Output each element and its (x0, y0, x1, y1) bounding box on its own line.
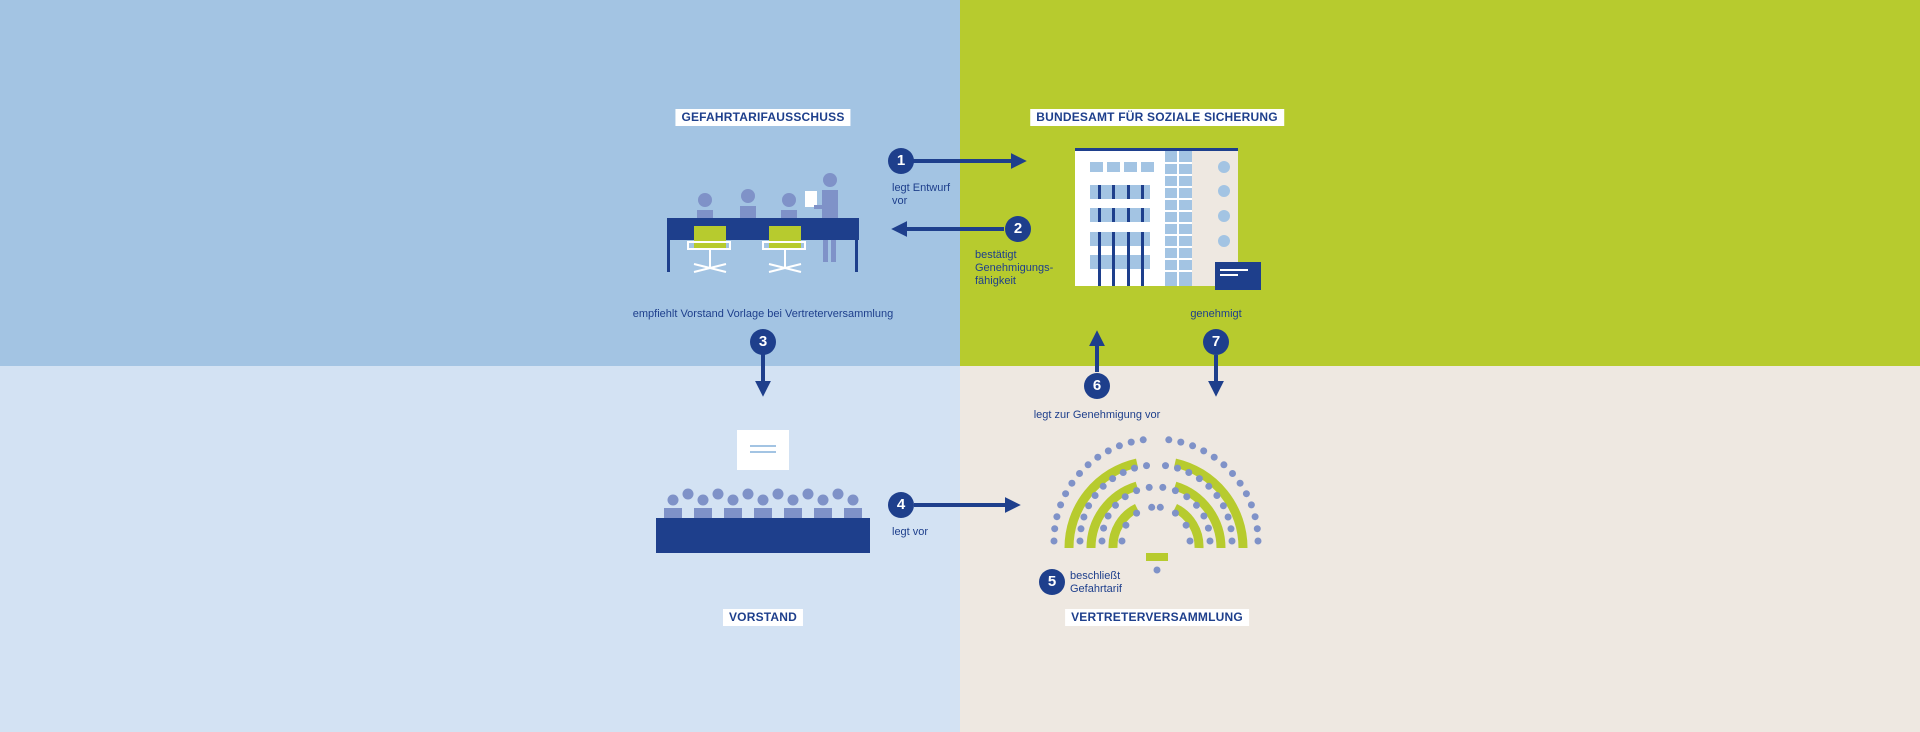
step-caption-4: legt vor (892, 526, 929, 538)
step-badge-7: 7 (1203, 329, 1229, 355)
step-caption-7: genehmigt (1190, 308, 1242, 320)
step-caption-6: legt zur Genehmigung vor (1033, 409, 1161, 421)
step-1-line-1: legt Entwurf (892, 182, 951, 194)
quadrant-committee (0, 0, 960, 366)
step-caption-5: beschließt Gefahrtarif (1070, 570, 1122, 596)
step-5-line-1: beschließt (1070, 570, 1121, 582)
step-badge-1: 1 (888, 148, 914, 174)
step-caption-3: empfiehlt Vorstand Vorlage bei Vertreter… (632, 308, 894, 320)
step-2-line-3: fähigkeit (975, 275, 1016, 287)
step-badge-3: 3 (750, 329, 776, 355)
label-federal-office: BUNDESAMT FÜR SOZIALE SICHERUNG (1030, 109, 1284, 126)
board-table-icon (656, 430, 870, 553)
step-badge-5: 5 (1039, 569, 1065, 595)
quadrant-assembly (960, 366, 1920, 732)
step-5-line-2: Gefahrtarif (1070, 583, 1122, 595)
office-building-icon (1075, 148, 1261, 290)
label-committee: GEFAHRTARIFAUSSCHUSS (675, 109, 851, 126)
step-caption-1: legt Entwurf vor (892, 182, 950, 208)
step-2-line-1: bestätigt (975, 249, 1017, 261)
step-badge-2: 2 (1005, 216, 1031, 242)
step-caption-2: bestätigt Genehmigungs- fähigkeit (975, 249, 1053, 288)
step-badge-6: 6 (1084, 373, 1110, 399)
step-badge-4: 4 (888, 492, 914, 518)
step-2-line-2: Genehmigungs- (975, 262, 1054, 274)
committee-meeting-icon (667, 173, 859, 273)
label-board: VORSTAND (722, 609, 804, 626)
label-assembly: VERTRETERVERSAMMLUNG (1065, 609, 1249, 626)
step-1-line-2: vor (892, 195, 908, 207)
parliament-hemicycle-icon (1050, 436, 1262, 574)
